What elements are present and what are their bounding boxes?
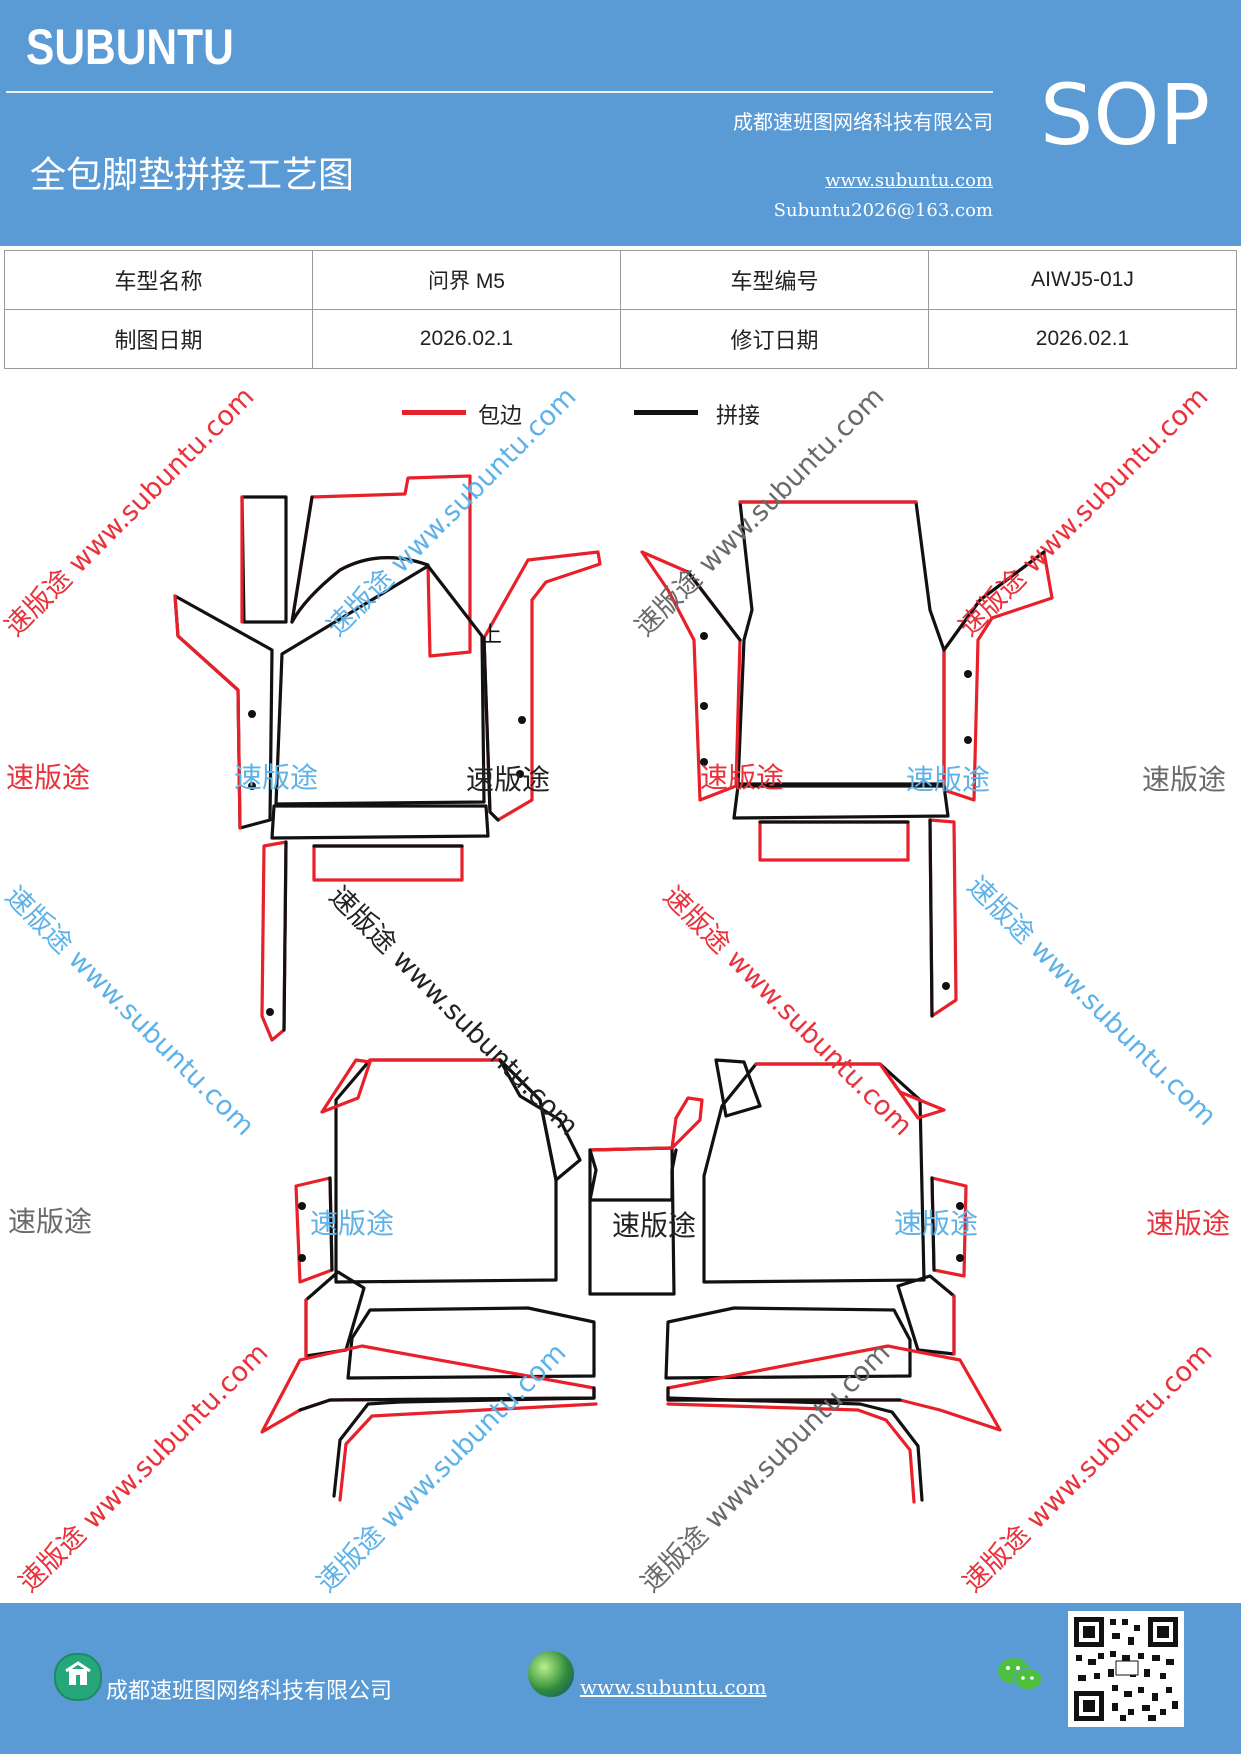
mat-piece — [312, 844, 464, 882]
header-banner: SUBUNTU 成都速班图网络科技有限公司 全包脚垫拼接工艺图 www.subu… — [0, 0, 1241, 246]
mat-piece — [664, 1306, 912, 1380]
watermark-brand: 速版途 — [8, 1205, 93, 1238]
watermark-brand: 速版途 — [700, 761, 785, 794]
mat-piece — [714, 1058, 762, 1118]
revise-date-value: 2026.02.1 — [928, 309, 1237, 369]
header-company: 成都速班图网络科技有限公司 — [733, 110, 993, 134]
watermark-brand: 速版途 — [234, 761, 319, 794]
draw-date-value: 2026.02.1 — [312, 309, 621, 369]
footer-company: 成都速班图网络科技有限公司 — [106, 1679, 393, 1704]
watermark-brand: 速版途 — [894, 1207, 979, 1240]
mat-piece — [320, 1058, 372, 1114]
home-icon — [54, 1653, 102, 1701]
legend-splice-swatch — [634, 410, 698, 415]
mat-piece — [240, 495, 288, 624]
info-table: 车型名称 问界 M5 车型编号 AIWJ5-01J 制图日期 2026.02.1… — [4, 250, 1237, 369]
qr-code — [1068, 1611, 1184, 1727]
globe-icon — [528, 1651, 574, 1697]
header-url-link[interactable]: www.subuntu.com — [825, 170, 993, 191]
watermark-brand: 速版途 — [6, 761, 91, 794]
watermark-brand: 速版途 — [906, 763, 991, 796]
legend: 包边 拼接 — [0, 398, 1241, 438]
table-row: 制图日期 2026.02.1 修订日期 2026.02.1 — [4, 309, 1237, 369]
table-row: 车型名称 问界 M5 车型编号 AIWJ5-01J — [4, 250, 1237, 310]
sop-label: SOP — [1040, 66, 1211, 164]
mat-piece — [878, 1062, 946, 1120]
legend-edge-swatch — [402, 410, 466, 415]
legend-splice-label: 拼接 — [716, 404, 761, 429]
mat-piece — [332, 1388, 596, 1498]
mat-piece — [758, 820, 910, 862]
watermark-brand: 速版途 — [1142, 763, 1227, 796]
watermark-brand: 速版途 — [612, 1209, 697, 1242]
draw-date-label: 制图日期 — [4, 309, 313, 369]
page-title: 全包脚垫拼接工艺图 — [30, 155, 355, 196]
mat-piece — [304, 1270, 366, 1358]
mat-piece — [896, 1274, 956, 1356]
mat-piece — [702, 1062, 926, 1284]
model-code-label: 车型编号 — [620, 250, 929, 310]
mat-piece — [666, 1396, 924, 1502]
mat-piece — [670, 1096, 704, 1150]
mat-piece — [346, 1306, 596, 1380]
mat-piece — [736, 500, 946, 786]
mat-piece — [732, 784, 950, 820]
model-name-label: 车型名称 — [4, 250, 313, 310]
mat-piece — [260, 840, 288, 1042]
mat-piece — [588, 1148, 678, 1202]
brand-logo: SUBUNTU — [26, 19, 234, 75]
revise-date-label: 修订日期 — [620, 309, 929, 369]
header-email: Subuntu2026@163.com — [773, 200, 993, 221]
mat-piece — [498, 1058, 582, 1182]
legend-edge-label: 包边 — [478, 404, 523, 429]
footer-url-link[interactable]: www.subuntu.com — [580, 1675, 767, 1699]
header-divider — [6, 91, 993, 93]
up-marker: 上 — [480, 623, 502, 648]
watermark-brand: 速版途 — [310, 1207, 395, 1240]
model-name-value: 问界 M5 — [312, 250, 621, 310]
model-code-value: AIWJ5-01J — [928, 250, 1237, 310]
mat-piece — [274, 564, 486, 806]
watermark-brand: 速版途 — [466, 763, 551, 796]
mat-piece — [270, 804, 490, 840]
footer-banner: 成都速班图网络科技有限公司 www.subuntu.com — [0, 1603, 1241, 1754]
wechat-icon[interactable] — [996, 1655, 1044, 1695]
watermark-brand: 速版途 — [1146, 1207, 1231, 1240]
